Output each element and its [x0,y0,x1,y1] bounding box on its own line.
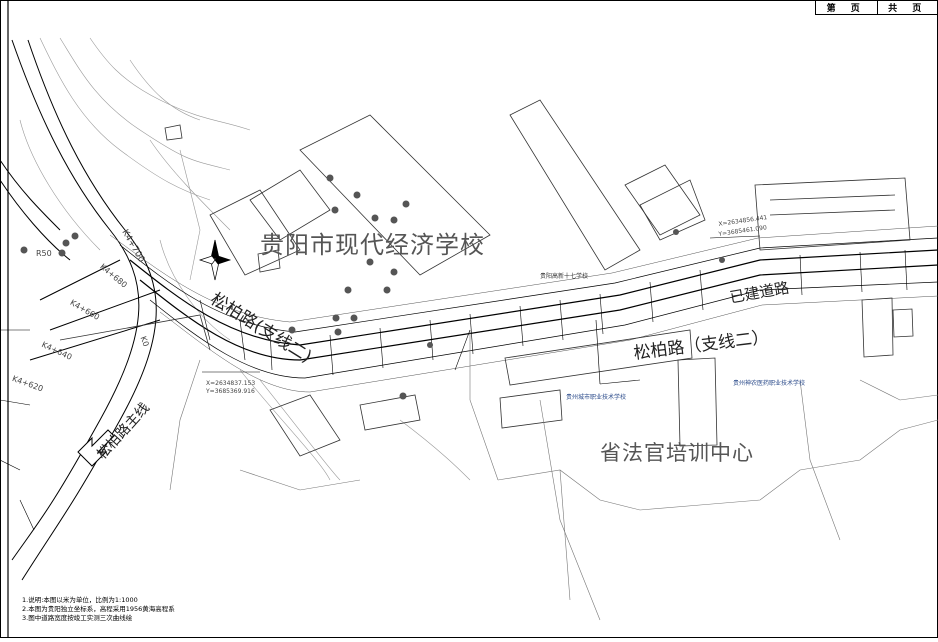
coord-y-left: Y=3685369.916 [206,388,255,395]
label-school-vocational: 贵州神农医药职业技术学校 [733,378,805,387]
radius-r50: R50 [36,249,52,258]
page-number-cell: 第 页 [816,0,877,14]
north-arrow [200,240,230,280]
label-school-17: 贵阳高新十七学校 [540,271,588,280]
left-edge-markers [0,330,34,530]
note-line: 2.本图为贵阳独立坐标系，高程采用1956黄海高程系 [22,605,175,614]
label-school-modern-econ: 贵阳市现代经济学校 [260,225,485,260]
label-school-mid: 贵州城市职业技术学校 [566,392,626,401]
drawing-notes: 1.说明:本图以米为单位，比例为1:1000 2.本图为贵阳独立坐标系，高程采用… [22,596,175,623]
title-block: 第 页 共 页 [815,0,938,15]
total-pages-cell: 共 页 [877,0,938,14]
coord-x-left: X=2634837.153 [206,380,255,387]
label-court-training-center: 省法官培训中心 [600,437,754,467]
note-line: 3.图中道路宽度按竣工实测三次曲线绘 [22,614,175,623]
note-line: 1.说明:本图以米为单位，比例为1:1000 [22,596,175,605]
property-lines [170,330,938,620]
